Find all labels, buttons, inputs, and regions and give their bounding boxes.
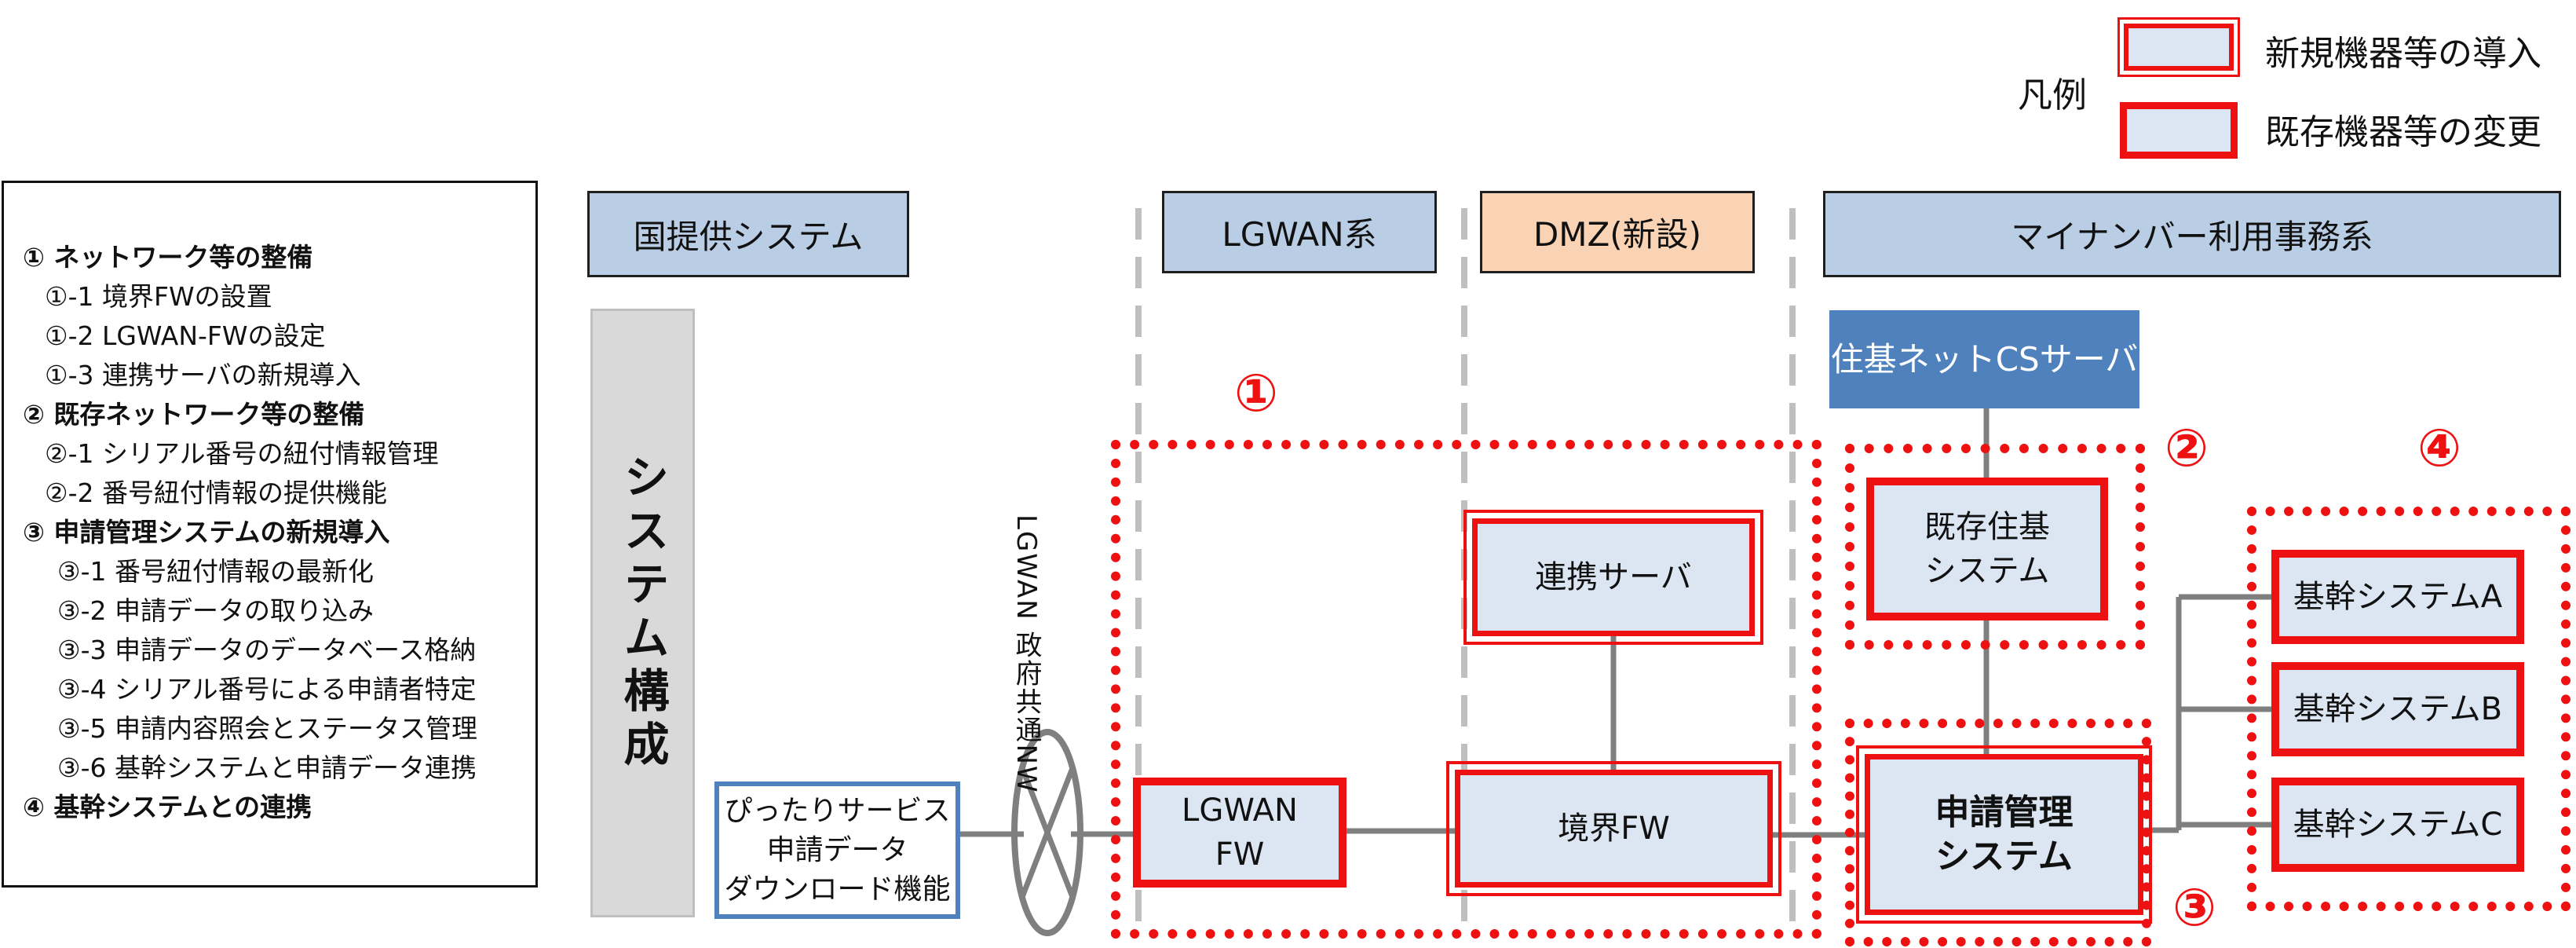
- task-list-item: ③-2 申請データの取り込み: [57, 595, 374, 626]
- node-kizon-juki: 既存住基 システム: [1866, 478, 2108, 620]
- task-list-item: ①-2 LGWAN-FWの設定: [45, 320, 326, 351]
- network-label: LGWAN 政府共通NW: [1010, 514, 1042, 794]
- zone-header-lgwan: LGWAN系: [1162, 191, 1437, 273]
- legend-title: 凡例: [2018, 75, 2087, 115]
- legend-new-label: 新規機器等の導入: [2265, 34, 2541, 74]
- zone-header-dmz: DMZ(新設): [1480, 191, 1755, 273]
- group-3-shinsei: [1845, 719, 2151, 946]
- marker-4: ④: [2417, 417, 2461, 478]
- task-list-item: ④ 基幹システムとの連携: [23, 792, 312, 822]
- marker-1: ①: [1234, 362, 1278, 423]
- node-kikan-a: 基幹システムA: [2271, 550, 2524, 644]
- task-list-item: ① ネットワーク等の整備: [23, 242, 313, 273]
- task-list-item: ②-2 番号紐付情報の提供機能: [45, 478, 387, 508]
- system-config-label: システム構成: [616, 452, 670, 774]
- node-shinsei-kanri: 申請管理 システム: [1856, 745, 2152, 924]
- task-list: ① ネットワーク等の整備 ①-1 境界FWの設置 ①-2 LGWAN-FWの設定 ①-…: [23, 238, 535, 827]
- task-list-item: ③-3 申請データのデータベース格納: [57, 635, 477, 665]
- node-kikan-c: 基幹システムC: [2271, 778, 2524, 872]
- task-list-item: ①-1 境界FWの設置: [45, 281, 272, 312]
- legend-new-sample: [2117, 17, 2240, 77]
- task-list-item: ③-6 基幹システムと申請データ連携: [57, 752, 477, 783]
- network-cloud-icon: [1011, 729, 1083, 936]
- task-list-item: ③-1 番号紐付情報の最新化: [57, 556, 374, 587]
- task-list-item: ② 既存ネットワーク等の整備: [23, 399, 365, 430]
- task-list-item: ③-5 申請内容照会とステータス管理: [57, 713, 477, 744]
- node-juki-cs-server: 住基ネットCSサーバ: [1829, 310, 2139, 408]
- node-renkei-server: 連携サーバ: [1463, 510, 1763, 645]
- legend-mod-sample: [2120, 102, 2238, 159]
- legend-mod-label: 既存機器等の変更: [2265, 112, 2541, 152]
- marker-3: ③: [2172, 877, 2216, 938]
- group-1-network: [1111, 440, 1821, 939]
- zone-header-national: 国提供システム: [587, 191, 909, 277]
- group-4-kikan: [2247, 507, 2571, 911]
- node-lgwan-fw: LGWAN FW: [1133, 778, 1346, 888]
- zone-header-mynumber: マイナンバー利用事務系: [1823, 191, 2561, 277]
- task-list-item: ①-3 連携サーバの新規導入: [45, 360, 361, 390]
- node-kikan-b: 基幹システムB: [2271, 662, 2524, 756]
- marker-2: ②: [2165, 417, 2209, 478]
- task-list-item: ③-4 シリアル番号による申請者特定: [57, 674, 477, 705]
- node-kyokai-fw: 境界FW: [1446, 761, 1781, 896]
- task-list-item: ②-1 シリアル番号の紐付情報管理: [45, 438, 439, 469]
- task-list-item: ③ 申請管理システムの新規導入: [23, 517, 390, 547]
- task-list-box: ① ネットワーク等の整備 ①-1 境界FWの設置 ①-2 LGWAN-FWの設定 ①-…: [2, 181, 538, 888]
- system-config-bar: システム構成: [590, 309, 695, 917]
- group-2-juki: [1845, 444, 2145, 650]
- node-pittari-service: ぴったりサービス 申請データ ダウンロード機能: [714, 781, 960, 919]
